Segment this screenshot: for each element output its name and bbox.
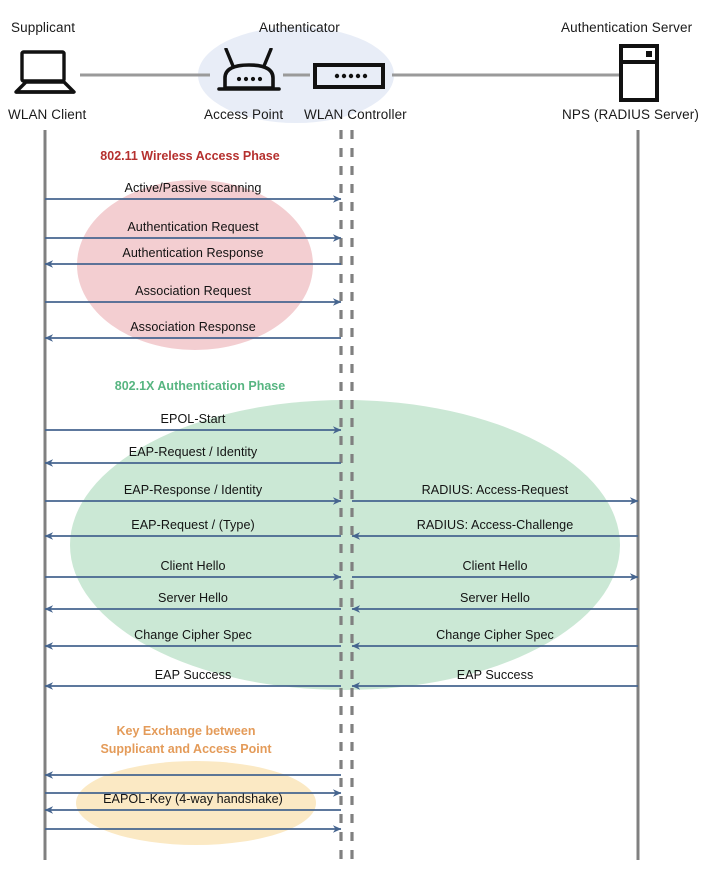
phase-label-line: 802.11 Wireless Access Phase (100, 149, 280, 163)
actor-device-access-point: Access Point (204, 107, 284, 122)
message-label: Authentication Response (122, 246, 264, 260)
message-label: EAP-Request / Identity (128, 445, 258, 459)
server-icon (619, 44, 659, 107)
phase-label-line: Supplicant and Access Point (100, 742, 272, 756)
message-label: Active/Passive scanning (124, 181, 262, 195)
message-label: RADIUS: Access-Request (421, 483, 569, 497)
actor-device-wlan-controller: WLAN Controller (304, 107, 407, 122)
message-label: Association Response (130, 320, 256, 334)
message-label: RADIUS: Access-Challenge (416, 518, 574, 532)
phase-2-ellipse (70, 400, 620, 690)
message-label: EAP-Request / (Type) (131, 518, 255, 532)
actor-role-supplicant: Supplicant (11, 20, 76, 35)
message-label: Change Cipher Spec (134, 628, 252, 642)
message-label: Server Hello (158, 591, 228, 605)
laptop-icon (14, 50, 76, 103)
message-arrows (44, 195, 639, 833)
message-label: Authentication Request (127, 220, 259, 234)
message-label: Server Hello (460, 591, 530, 605)
message-label: EAP-Response / Identity (123, 483, 263, 497)
actor-device-wlan-client: WLAN Client (8, 107, 87, 122)
message-label: EAP Success (456, 668, 534, 682)
message-label: Client Hello (462, 559, 528, 573)
message-label: Association Request (135, 284, 251, 298)
message-label: EAP Success (154, 668, 232, 682)
phase-3-ellipse (76, 761, 316, 845)
wlan-controller-icon (313, 62, 385, 95)
phase-label-2: 802.1X Authentication Phase (115, 377, 285, 395)
phase-label-line: Key Exchange between (116, 724, 256, 738)
message-label: EPOL-Start (160, 412, 226, 426)
phase-label-line: 802.1X Authentication Phase (114, 379, 286, 393)
message-label: EAPOL-Key (4-way handshake) (103, 792, 283, 806)
phase-1-ellipse (77, 180, 313, 350)
access-point-icon (216, 47, 282, 105)
phase-label-1: 802.11 Wireless Access Phase (100, 147, 279, 165)
actor-device-nps: NPS (RADIUS Server) (562, 107, 699, 122)
actor-role-authentication-server: Authentication Server (561, 20, 693, 35)
message-label: Client Hello (160, 559, 226, 573)
message-label: Change Cipher Spec (436, 628, 554, 642)
actor-role-authenticator: Authenticator (259, 20, 340, 35)
